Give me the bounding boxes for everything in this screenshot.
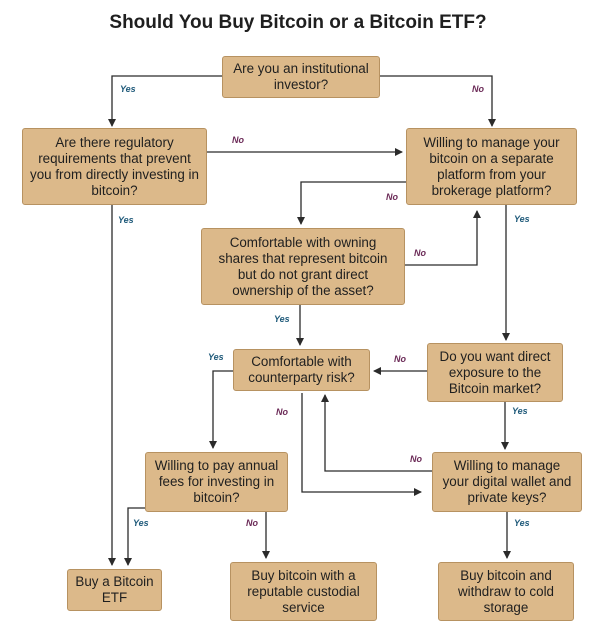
edge-wallet-no [321,394,432,472]
edge-institutional-no [380,75,496,127]
node-counterparty-risk: Comfortable with counterparty risk? [233,349,370,391]
edge-counterparty-yes [209,370,233,449]
node-buy-bitcoin-etf: Buy a Bitcoin ETF [67,569,162,611]
label-shares-no: No [414,248,426,258]
label-shares-yes: Yes [274,314,290,324]
node-separate-platform: Willing to manage your bitcoin on a sepa… [406,128,577,205]
edge-separate-no [297,181,406,225]
diagram-title: Should You Buy Bitcoin or a Bitcoin ETF? [109,12,487,33]
label-institutional-no: No [472,84,484,94]
node-digital-wallet: Willing to manage your digital wallet an… [432,452,582,512]
label-separate-yes: Yes [514,214,530,224]
edge-counterparty-no [301,393,422,496]
node-comfortable-shares: Comfortable with owning shares that repr… [201,228,405,305]
label-regulatory-yes: Yes [118,215,134,225]
node-cold-storage: Buy bitcoin and withdraw to cold storage [438,562,574,621]
node-regulatory-requirements: Are there regulatory requirements that p… [22,128,207,205]
label-counterparty-yes: Yes [208,352,224,362]
edge-shares-no [405,210,481,266]
node-direct-exposure: Do you want direct exposure to the Bitco… [427,343,563,402]
label-fees-no: No [246,518,258,528]
edge-institutional-yes [108,75,222,127]
label-fees-yes: Yes [133,518,149,528]
label-counterparty-no: No [276,407,288,417]
node-institutional-investor: Are you an institutional investor? [222,56,380,98]
label-regulatory-no: No [232,135,244,145]
node-custodial-service: Buy bitcoin with a reputable custodial s… [230,562,377,621]
label-wallet-no: No [410,454,422,464]
label-direct-yes: Yes [512,406,528,416]
label-direct-no: No [394,354,406,364]
node-annual-fees: Willing to pay annual fees for investing… [145,452,288,512]
edge-fees-yes [124,507,145,566]
label-wallet-yes: Yes [514,518,530,528]
label-separate-no: No [386,192,398,202]
label-institutional-yes: Yes [120,84,136,94]
